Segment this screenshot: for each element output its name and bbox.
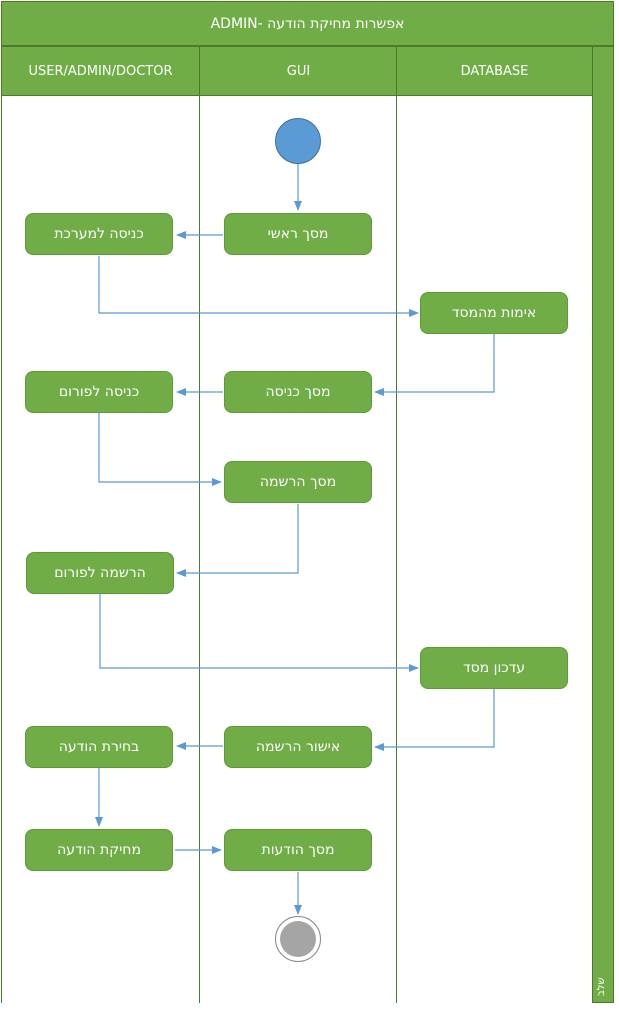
lane-header-user: USER/ADMIN/DOCTOR	[1, 46, 200, 96]
node-messages-screen: מסך הודעות	[224, 829, 372, 871]
node-register-forum: הרשמה לפורום	[26, 552, 174, 594]
node-login-screen: מסך כניסה	[224, 371, 372, 413]
lane-database	[396, 96, 593, 1003]
node-db-update: עדכון מסד	[420, 647, 568, 689]
start-node	[275, 118, 321, 164]
end-node-core	[280, 921, 316, 957]
stage-strip	[592, 46, 614, 1003]
node-register-confirm: אישור הרשמה	[224, 726, 372, 768]
stage-label: שלב	[596, 977, 607, 997]
node-db-auth: אימות מהמסד	[420, 292, 568, 334]
lane-header-gui: GUI	[199, 46, 398, 96]
node-register-screen: מסך הרשמה	[224, 461, 372, 503]
lane-header-database: DATABASE	[396, 46, 593, 96]
node-delete-message: מחיקת הודעה	[25, 829, 173, 871]
node-main-screen: מסך ראשי	[224, 213, 372, 255]
node-select-message: בחירת הודעה	[25, 726, 173, 768]
diagram-title: אפשרות מחיקת הודעה -ADMIN	[1, 1, 614, 46]
node-enter-forum: כניסה לפורום	[25, 371, 173, 413]
node-enter-system: כניסה למערכת	[25, 213, 173, 255]
